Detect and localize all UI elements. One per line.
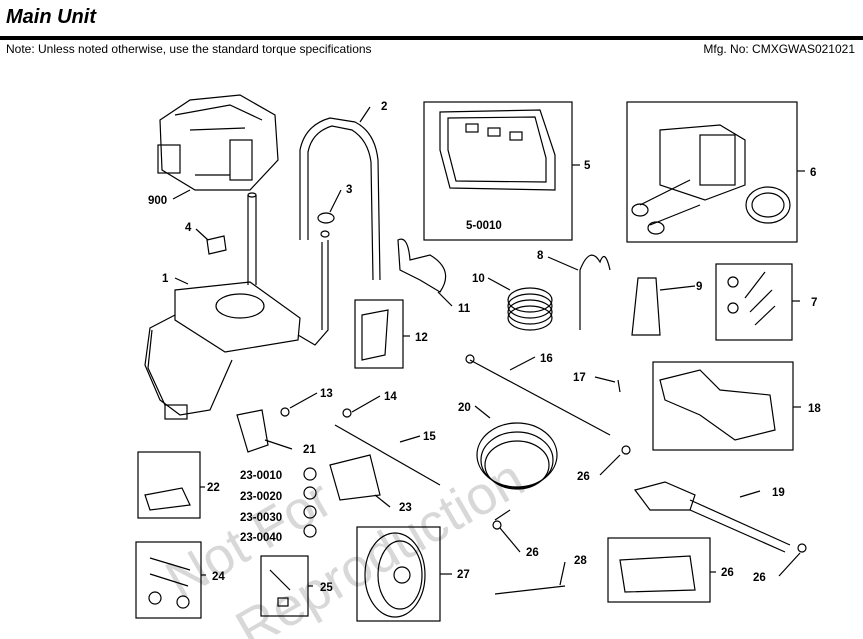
callout-26-hose: 26: [526, 547, 539, 559]
nozzle-9-illustration: [631, 277, 661, 336]
callout-13: 13: [320, 388, 333, 400]
frame-illustration: [144, 192, 330, 420]
bolt-25-illustration: [269, 569, 291, 591]
lance-16-illustration: [469, 359, 611, 436]
callout-1: 1: [162, 273, 169, 285]
callout-6: 6: [810, 167, 816, 179]
wheel-bracket-23-illustration: [329, 454, 381, 501]
wire-8-illustration: [579, 254, 611, 330]
part-6-box: [626, 101, 798, 243]
gun-19-illustration: [633, 481, 791, 553]
pump-illustration: [631, 124, 791, 235]
gun-cover-18-illustration: [659, 369, 776, 441]
callout-21: 21: [303, 444, 316, 456]
callout-15: 15: [423, 431, 436, 443]
coil-10-illustration: [507, 287, 553, 331]
part-26-box: [607, 537, 711, 603]
callout-23-0010: 23-0010: [240, 470, 282, 482]
callout-26-gun: 26: [753, 572, 766, 584]
callout-23: 23: [399, 502, 412, 514]
callout-20: 20: [458, 402, 471, 414]
torque-note: Note: Unless noted otherwise, use the st…: [6, 42, 372, 56]
part-18-box: [652, 361, 794, 451]
clip-11-illustration: [397, 238, 447, 293]
callout-23-0040: 23-0040: [240, 532, 282, 544]
callout-27: 27: [457, 569, 470, 581]
callout-5: 5: [584, 160, 591, 172]
washer-14-illustration: [342, 408, 352, 418]
callout-26-lance: 26: [577, 471, 590, 483]
label-4-illustration: [206, 235, 227, 255]
callout-3: 3: [346, 184, 352, 196]
bolts-24-illustration: [149, 557, 191, 587]
callout-18: 18: [808, 403, 821, 415]
callout-23-0030: 23-0030: [240, 512, 282, 524]
part-22-box: [137, 451, 201, 519]
foot-22-illustration: [144, 487, 191, 511]
callout-26-box: 26: [721, 567, 734, 579]
callout-5-0010: 5-0010: [466, 220, 502, 232]
bracket-21-illustration: [236, 409, 269, 453]
bolts-7-illustration: [727, 271, 776, 326]
callout-22: 22: [207, 482, 220, 494]
plate-12-illustration: [361, 309, 389, 361]
page-title: Main Unit: [6, 6, 96, 28]
callout-23-0020: 23-0020: [240, 491, 282, 503]
part-5-box: [423, 101, 573, 241]
callout-28: 28: [574, 555, 587, 567]
handle-illustration: [299, 117, 381, 281]
callout-24: 24: [212, 571, 225, 583]
callout-9: 9: [696, 281, 702, 293]
cap-3-illustration: [317, 212, 335, 224]
hose-20-illustration: [476, 422, 558, 521]
mfg-number: Mfg. No: CMXGWAS021021: [703, 42, 855, 56]
washer-13-illustration: [280, 407, 290, 417]
callout-25: 25: [320, 582, 333, 594]
callout-2: 2: [381, 101, 387, 113]
part-12-box: [354, 299, 404, 369]
callout-11: 11: [458, 303, 471, 315]
header-rule: [0, 36, 863, 40]
callout-12: 12: [415, 332, 428, 344]
part-24-box: [135, 541, 202, 619]
callout-4: 4: [185, 222, 192, 234]
callout-19: 19: [772, 487, 785, 499]
tray-illustration: [439, 109, 556, 191]
callout-16: 16: [540, 353, 553, 365]
part-26-illustration: [619, 555, 696, 593]
axle-15-illustration: [334, 424, 441, 486]
callout-10: 10: [472, 273, 485, 285]
part-7-box: [715, 263, 793, 341]
rod-28-illustration: [494, 585, 566, 595]
callout-8: 8: [537, 250, 544, 262]
callout-7: 7: [811, 297, 817, 309]
callout-17: 17: [573, 372, 586, 384]
callout-14: 14: [384, 391, 397, 403]
engine-illustration: [157, 94, 279, 191]
pin-17-illustration: [617, 379, 621, 393]
wheel-27-illustration: [364, 532, 426, 618]
callout-900: 900: [148, 195, 167, 207]
